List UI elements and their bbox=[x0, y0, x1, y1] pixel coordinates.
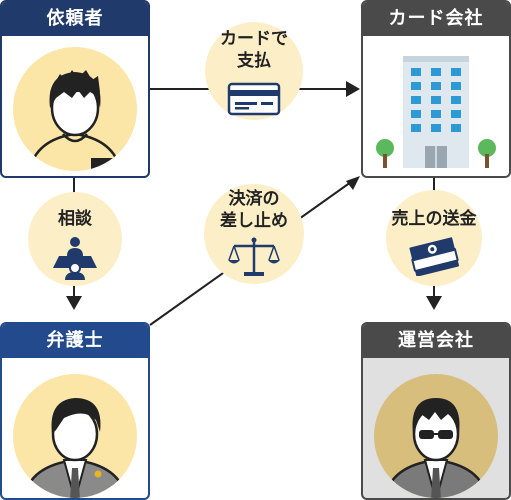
office-building-icon bbox=[376, 56, 496, 168]
lawyer-card: 弁護士 bbox=[0, 322, 150, 500]
lawyer-title: 弁護士 bbox=[2, 324, 148, 358]
payment-label-line1: カードで bbox=[220, 29, 288, 49]
operator-card: 運営会社 bbox=[361, 322, 511, 500]
card-company-title: カード会社 bbox=[363, 2, 509, 36]
consultation-label: 相談 bbox=[58, 209, 92, 229]
stop-settlement-label-line2: 差し止め bbox=[220, 211, 288, 231]
scales-of-justice-icon bbox=[228, 237, 280, 276]
stop-settlement-bubble: 決済の 差し止め bbox=[204, 184, 304, 284]
consultation-meeting-icon bbox=[53, 237, 97, 280]
requester-avatar-icon bbox=[13, 47, 137, 171]
consultation-bubble: 相談 bbox=[28, 192, 122, 286]
stop-settlement-label-line1: 決済の bbox=[228, 189, 280, 209]
money-stack-icon bbox=[409, 237, 460, 276]
operator-avatar-icon bbox=[374, 374, 498, 498]
requester-card: 依頼者 bbox=[0, 0, 150, 178]
requester-title: 依頼者 bbox=[2, 2, 148, 36]
lawyer-avatar-icon bbox=[13, 374, 137, 498]
operator-title: 運営会社 bbox=[363, 324, 509, 358]
credit-card-icon bbox=[227, 82, 281, 116]
card-company-card: カード会社 bbox=[361, 0, 511, 178]
arrow-head-lawyer bbox=[66, 296, 82, 310]
payment-label-line2: 支払 bbox=[237, 51, 271, 71]
arrow-head-operator bbox=[426, 296, 442, 310]
payment-bubble: カードで 支払 bbox=[205, 22, 303, 120]
sales-transfer-label: 売上の送金 bbox=[391, 209, 477, 229]
arrow-head-card-company bbox=[346, 81, 360, 97]
sales-transfer-bubble: 売上の送金 bbox=[386, 190, 482, 286]
